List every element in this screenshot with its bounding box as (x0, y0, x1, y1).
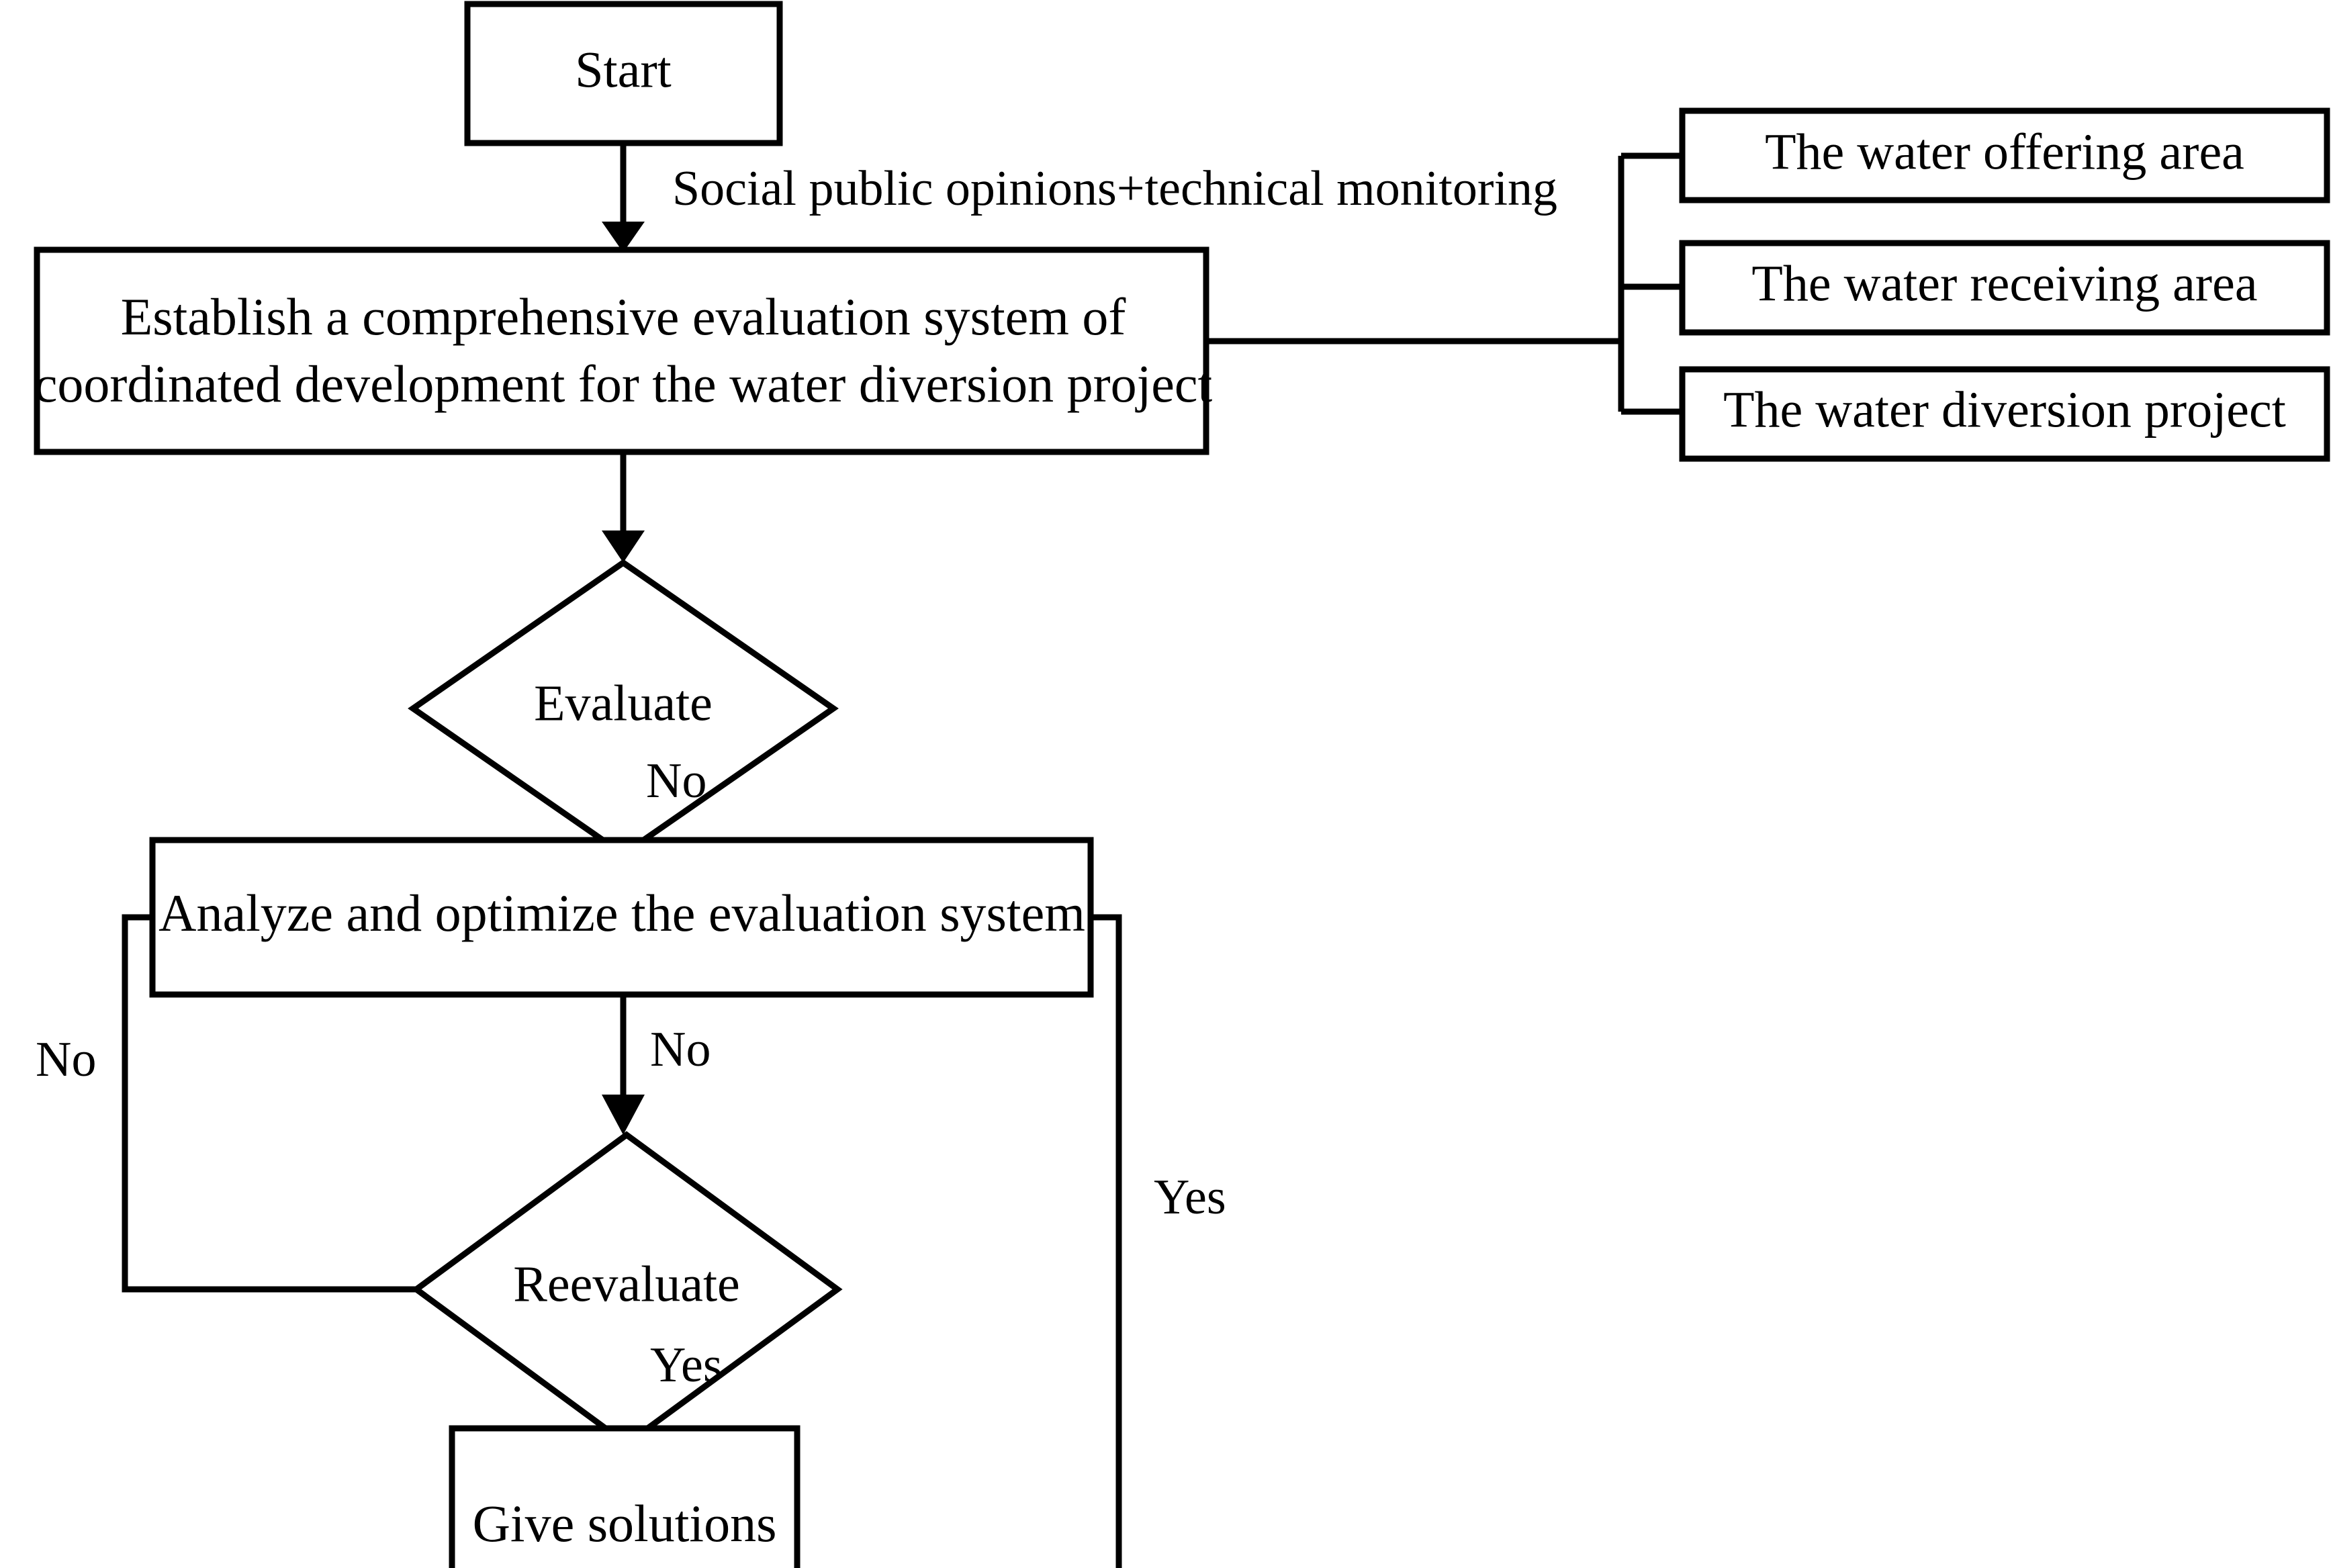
edge-solutions-yes-loop (1091, 914, 1122, 1568)
node-analyze-label: Analyze and optimize the evaluation syst… (158, 884, 1085, 942)
edge-label-social-public-opinions: Social public opinions+technical monitor… (672, 161, 1557, 216)
edge-reevaluate-no-loop (122, 914, 416, 1293)
arrowhead-start-to-establish (602, 222, 645, 252)
node-analyze[interactable] (149, 837, 1094, 998)
node-water-receiving-area-label: The water receiving area (1751, 255, 2257, 312)
node-start-label: Start (575, 42, 672, 98)
node-water-receiving-area[interactable] (1679, 240, 2330, 336)
arrowhead-establish-to-evaluate (602, 531, 645, 563)
edge-label-reevaluate-no: No (36, 1032, 96, 1087)
node-water-offering-area[interactable] (1679, 107, 2330, 203)
node-evaluate-label: Evaluate (534, 675, 713, 731)
node-establish-label-line2: coordinated development for the water di… (34, 355, 1213, 413)
edge-label-reevaluate-yes: Yes (650, 1338, 723, 1393)
node-give-solutions[interactable] (449, 1425, 800, 1568)
node-establish[interactable] (34, 246, 1209, 455)
node-reevaluate-label: Reevaluate (513, 1256, 740, 1312)
node-water-diversion-project-label: The water diversion project (1723, 381, 2286, 438)
node-start[interactable] (464, 1, 783, 146)
edge-label-evaluate-no: No (646, 753, 706, 809)
node-establish-label-line1: Establish a comprehensive evaluation sys… (121, 287, 1126, 346)
node-give-solutions-label: Give solutions (473, 1494, 777, 1553)
node-water-offering-area-label: The water offering area (1765, 124, 2244, 180)
arrowhead-analyze-to-reevaluate (602, 1095, 645, 1135)
edge-label-solutions-yes: Yes (1154, 1170, 1226, 1225)
node-water-diversion-project[interactable] (1679, 366, 2330, 462)
edge-label-analyze-no: No (650, 1022, 711, 1077)
